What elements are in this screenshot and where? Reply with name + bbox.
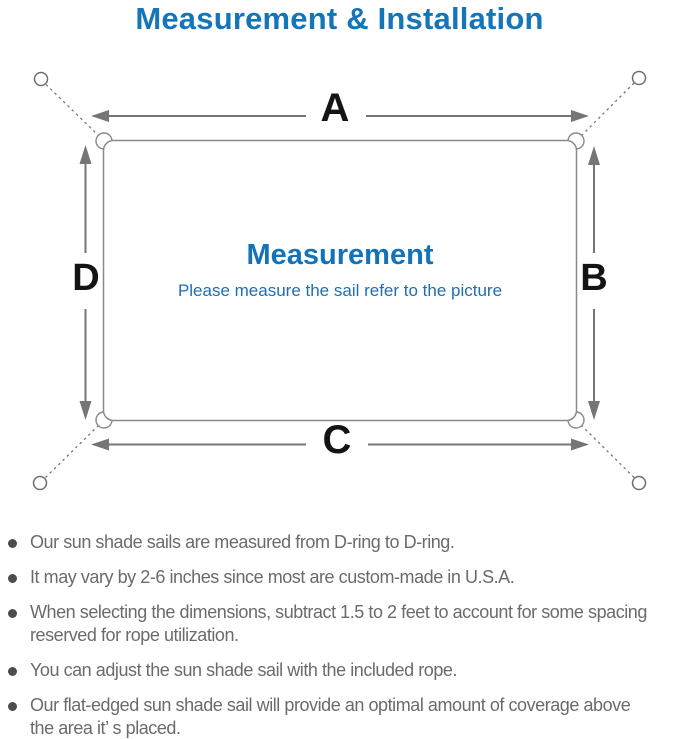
sail-measurement-diagram: A B C D Measurement Please measure the s… [32, 70, 647, 491]
arrowhead-left-icon [91, 438, 109, 451]
arrowhead-down-icon [79, 401, 92, 420]
sail-outline [102, 139, 578, 422]
diagram-canvas [32, 70, 647, 491]
anchor-ring-icon-top-left [33, 71, 49, 87]
arrowhead-left-icon [91, 110, 109, 122]
arrowhead-right-icon [571, 438, 589, 451]
measurement-subtitle: Please measure the sail refer to the pic… [177, 281, 503, 300]
list-item: Our flat-edged sun shade sail will provi… [6, 694, 676, 739]
anchor-ring-icon-top-right [631, 70, 647, 86]
rope-line-bottom-right [578, 422, 635, 478]
note-text: You can adjust the sun shade sail with t… [30, 660, 457, 680]
page-title: Measurement & Installation [135, 1, 544, 36]
arrowhead-up-icon [79, 145, 92, 164]
list-item: You can adjust the sun shade sail with t… [6, 659, 676, 682]
arrowhead-up-icon [588, 146, 600, 165]
note-text: When selecting the dimensions, subtract … [30, 602, 647, 645]
note-text: Our flat-edged sun shade sail will provi… [30, 695, 631, 738]
d-ring-corners [95, 132, 585, 429]
bullet-dot-icon [8, 608, 17, 618]
dimension-label-b: B [580, 257, 608, 299]
dimension-label-c: C [322, 418, 352, 462]
bullet-dot-icon [8, 701, 17, 711]
dimension-label-a: A [320, 86, 350, 130]
anchor-rings [32, 70, 647, 491]
arrowhead-right-icon [571, 110, 589, 122]
note-text: Our sun shade sails are measured from D-… [30, 532, 455, 552]
rope-dashed-lines [45, 82, 635, 478]
rope-line-top-right [578, 82, 635, 139]
note-text: It may vary by 2-6 inches since most are… [30, 567, 515, 587]
bullet-dot-icon [8, 666, 17, 676]
sail-center-text: Measurement Please measure the sail refe… [103, 239, 577, 301]
dimension-arrow-c [91, 438, 589, 451]
dimension-arrow-d [79, 145, 92, 420]
dimension-arrow-b [588, 146, 600, 420]
dimension-label-d: D [72, 257, 100, 299]
bullet-dot-icon [8, 573, 17, 583]
list-item: Our sun shade sails are measured from D-… [6, 531, 676, 554]
anchor-ring-icon-bottom-left [32, 475, 48, 491]
rope-line-top-left [45, 84, 102, 139]
measurement-notes-list: Our sun shade sails are measured from D-… [6, 531, 676, 739]
anchor-ring-icon-bottom-right [631, 475, 647, 491]
list-item: When selecting the dimensions, subtract … [6, 601, 676, 647]
dimension-arrow-a [91, 110, 589, 122]
bullet-dot-icon [8, 538, 17, 548]
measurement-heading: Measurement [246, 239, 434, 271]
rope-line-bottom-left [45, 422, 102, 478]
list-item: It may vary by 2-6 inches since most are… [6, 566, 676, 589]
arrowhead-down-icon [588, 401, 600, 420]
